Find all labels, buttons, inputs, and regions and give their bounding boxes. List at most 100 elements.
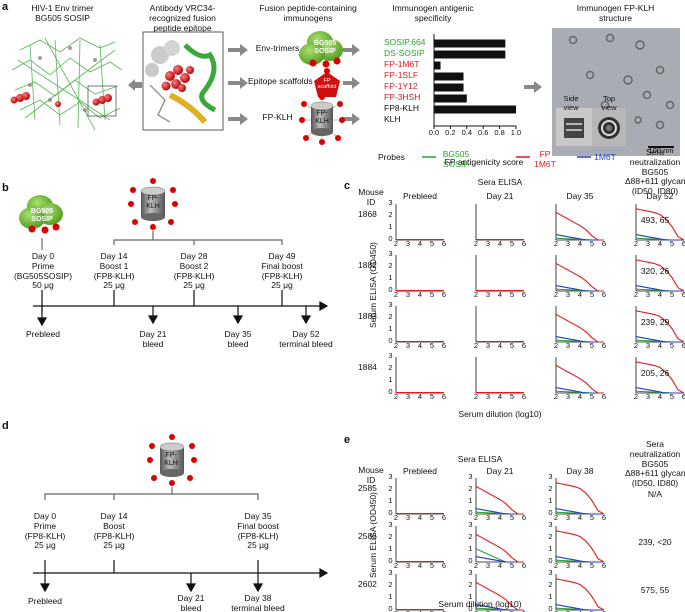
e-ytick: 1 [388, 496, 393, 505]
c-xtick: 2 [393, 341, 399, 350]
col-title-structure: Immunogen FP-KLH structure [576, 3, 655, 23]
elisa-curve [475, 604, 524, 611]
e-xtick: 6 [601, 609, 607, 612]
c-xtick: 2 [393, 290, 399, 299]
e-xtick: 4 [417, 513, 423, 522]
c-xtick: 5 [509, 239, 515, 248]
e-mouse-2585: 2585 [358, 483, 377, 493]
elisa-curve [555, 482, 605, 515]
side-view-label: Side view [563, 94, 579, 112]
e-xtick: 3 [565, 561, 571, 570]
c-xtick: 3 [645, 290, 651, 299]
c-xtick: 3 [565, 341, 571, 350]
b-bleed-day52: Day 52 terminal bleed [279, 329, 333, 349]
c-xtick: 6 [601, 239, 607, 248]
bar-tick-label: 0.4 [461, 128, 473, 137]
c-ytick: 2 [388, 312, 393, 321]
c-xtick: 2 [473, 392, 479, 401]
e-xtick: 3 [565, 513, 571, 522]
e-ytick: 1 [548, 544, 553, 553]
col-title-specificity: Immunogen antigenic specificity [392, 3, 474, 23]
c-xtick: 3 [405, 392, 411, 401]
e-xtick: 5 [429, 561, 435, 570]
elisa-curve [555, 285, 604, 292]
e-ytick: 2 [388, 484, 393, 493]
e-xtick: 4 [497, 609, 503, 612]
panel-letter-d: d [2, 420, 9, 432]
elisa-curve [475, 533, 524, 563]
elisa-curve [555, 508, 604, 515]
c-xtick: 2 [633, 290, 639, 299]
e-xtick: 6 [441, 513, 447, 522]
e-ytick: 0 [468, 556, 473, 565]
c-ytick: 0 [388, 234, 393, 243]
c-ytick: 3 [388, 249, 393, 258]
d-bleed-day21: Day 21 bleed [177, 593, 205, 612]
c-mouse-id: Mouse ID [358, 187, 384, 207]
d-event-day0: Day 0 Prime (FP8-KLH) 25 μg [24, 511, 66, 551]
c-xtick: 5 [669, 290, 675, 299]
elisa-curve [635, 336, 684, 343]
c-xtick: 2 [393, 392, 399, 401]
b-trimer-label: BG505 SOSIP [30, 208, 54, 224]
icon-label-bg505: BG505 SOSIP [313, 40, 337, 56]
c-xtick: 6 [681, 392, 685, 401]
timeline-b-icons [19, 178, 178, 234]
e-ytick: 1 [468, 544, 473, 553]
c-ytick: 2 [388, 210, 393, 219]
elisa-curve [635, 208, 685, 241]
e-ytick: 0 [388, 508, 393, 517]
elisa-curve [555, 604, 604, 611]
bg505-sosip-icon [299, 31, 343, 68]
elisa-curve [555, 530, 605, 563]
c-xtick: 6 [441, 341, 447, 350]
c-xtick: 6 [441, 239, 447, 248]
c-col-2: Day 35 [566, 191, 594, 201]
c-ytick: 3 [388, 351, 393, 360]
c-xtick: 4 [657, 239, 663, 248]
d-bleed-day38: Day 38 terminal bleed [231, 593, 285, 612]
b-bleed-day35: Day 35 bleed [224, 329, 252, 349]
panel-letter-b: b [2, 182, 9, 194]
elisa-curve [555, 556, 604, 563]
elisa-curve [635, 361, 685, 394]
elisa-curve [555, 313, 604, 343]
e-ytick: 0 [468, 604, 473, 612]
c-mouse-1868: 1868 [358, 209, 377, 219]
e-ytick: 2 [548, 484, 553, 493]
bar-FP-1Y12 [434, 83, 464, 92]
c-xtick: 2 [473, 239, 479, 248]
c-xtick: 5 [429, 392, 435, 401]
e-ytick: 2 [468, 532, 473, 541]
e-ytick: 1 [468, 496, 473, 505]
c-probes-label: Probes [378, 152, 405, 162]
e-mouse-2602: 2602 [358, 579, 377, 589]
c-xtick: 3 [485, 392, 491, 401]
bar-label-SOSIP.664: SOSIP.664 [384, 37, 426, 47]
c-xtick: 4 [577, 290, 583, 299]
bar-SOSIP.664 [434, 39, 506, 48]
c-xtick: 2 [633, 392, 639, 401]
elisa-curve [475, 485, 524, 515]
e-ytick: 0 [388, 604, 393, 612]
c-xtick: 2 [473, 341, 479, 350]
c-ytick: 1 [388, 324, 393, 333]
e-ytick: 1 [388, 592, 393, 601]
c-xlabel: Serum dilution (log10) [458, 409, 542, 419]
c-xtick: 5 [589, 341, 595, 350]
bar-FP-1SLF [434, 72, 464, 81]
c-xtick: 5 [509, 290, 515, 299]
e-xtick: 3 [485, 609, 491, 612]
immunogen-env-trimers: Env-trimers [255, 43, 300, 53]
c-xtick: 5 [429, 290, 435, 299]
e-xtick: 2 [473, 513, 479, 522]
fp-scaffold-icon [314, 68, 340, 97]
e-ytick: 0 [548, 508, 553, 517]
elisa-curve [635, 234, 684, 241]
e-xtick: 4 [417, 609, 423, 612]
e-ytick: 0 [388, 556, 393, 565]
e-xtick: 3 [485, 561, 491, 570]
e-ytick: 3 [388, 520, 393, 529]
e-col-2: Day 38 [566, 466, 594, 476]
